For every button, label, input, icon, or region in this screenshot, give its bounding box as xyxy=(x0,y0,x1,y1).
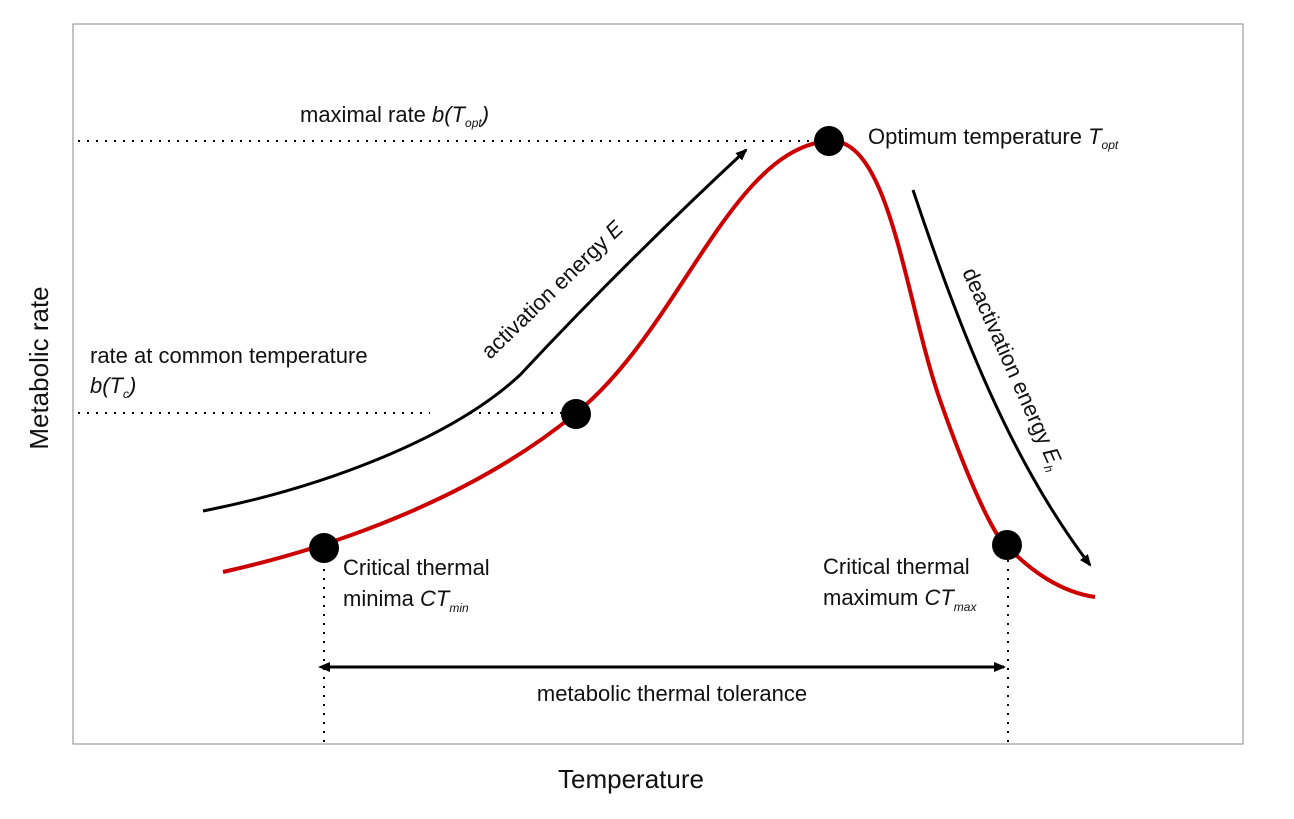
deactivation-energy-arrow xyxy=(911,189,1092,567)
ctmin-label-line2: minima CTmin xyxy=(343,586,469,615)
metabolic-rate-curve xyxy=(222,138,1096,599)
ctmax-point xyxy=(992,530,1022,560)
common-temperature-point xyxy=(561,399,591,429)
ctmax-label-line2: maximum CTmax xyxy=(823,585,977,614)
tolerance-label: metabolic thermal tolerance xyxy=(537,681,807,706)
ctmax-label-line1: Critical thermal xyxy=(823,554,970,579)
maximal-rate-label: maximal rate b(Topt) xyxy=(300,102,489,130)
common-rate-label-line2: b(Tc) xyxy=(90,373,136,401)
common-rate-label-line1: rate at common temperature xyxy=(90,343,368,368)
optimum-temperature-label: Optimum temperature Topt xyxy=(868,124,1119,152)
x-axis-title: Temperature xyxy=(558,764,704,794)
y-axis-title: Metabolic rate xyxy=(24,286,54,449)
deactivation-energy-label: deactivation energy Eh xyxy=(955,264,1069,475)
activation-energy-arrow xyxy=(202,148,748,513)
plot-frame xyxy=(72,23,1244,745)
ctmin-point xyxy=(309,533,339,563)
ctmin-label-line1: Critical thermal xyxy=(343,555,490,580)
optimum-point xyxy=(814,126,844,156)
